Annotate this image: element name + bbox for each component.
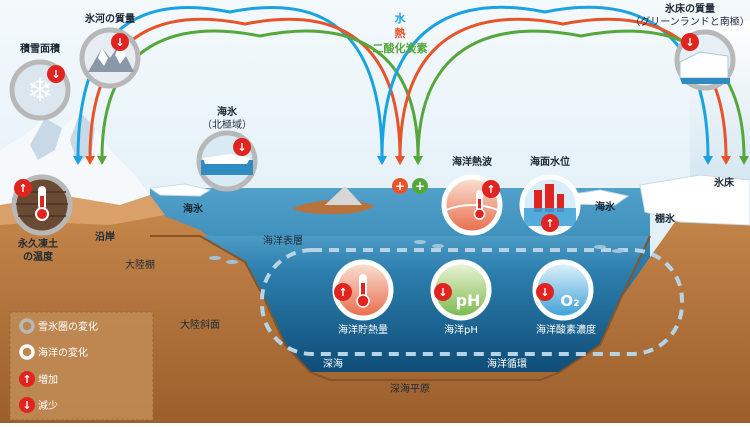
marine-heatwave-label: 海洋熱波 bbox=[452, 155, 493, 168]
sea-ice-floe-icon bbox=[203, 154, 250, 164]
heat-arc-right-arrowhead-start bbox=[395, 156, 405, 165]
svg-text:↓: ↓ bbox=[237, 141, 246, 154]
indicator-permafrost-temperature: ↑ 永久凍土 の温度 bbox=[11, 174, 73, 263]
ocean-heat-label: 海洋貯熱量 bbox=[338, 323, 388, 336]
co2-arc-left-arrowhead-start bbox=[97, 156, 107, 165]
legend-increase-text: 増加 bbox=[38, 373, 58, 386]
place-label-ice-sheet: 氷床 bbox=[713, 176, 735, 189]
glacier-mass-decrease-icon bbox=[111, 33, 129, 51]
heat-arc-right-arrowhead-end bbox=[721, 156, 731, 165]
co2-exchange-sign: + bbox=[415, 179, 425, 193]
indicator-snow-cover: ❄ ↓ 積雪面積 bbox=[9, 42, 71, 121]
place-label-coast: 沿岸 bbox=[95, 230, 115, 243]
fish-decoration bbox=[209, 240, 624, 264]
ocean-heat-increase-icon bbox=[334, 283, 352, 301]
svg-text:↓: ↓ bbox=[685, 36, 694, 49]
svg-text:↑: ↑ bbox=[486, 183, 495, 196]
svg-text:↓: ↓ bbox=[115, 36, 124, 49]
ice-sheet-mass-label: 氷床の質量 bbox=[664, 2, 715, 15]
heat-exchange-sign: + bbox=[395, 179, 405, 193]
place-label-continental-slope: 大陸斜面 bbox=[180, 318, 220, 331]
legend-increase-icon bbox=[19, 371, 35, 387]
indicator-glacier-mass: ↓ 氷河の質量 bbox=[79, 12, 141, 89]
indicator-marine-heatwave: ↑ 海洋熱波 bbox=[441, 155, 503, 236]
arc-legend-heat: 熱 bbox=[395, 26, 406, 40]
ocean-circulation-loop bbox=[260, 248, 684, 356]
co2-arc-right-arrowhead-start bbox=[413, 156, 423, 165]
permafrost-label: 永久凍土 bbox=[17, 237, 58, 250]
legend-cryosphere-ring bbox=[19, 318, 35, 334]
indicator-ocean-ph: pH ↓ 海洋pH bbox=[430, 259, 492, 336]
water-arc-right-arrowhead-end bbox=[703, 156, 713, 165]
co2-exchange-badge bbox=[412, 178, 428, 194]
snow-cover-label: 積雪面積 bbox=[19, 42, 61, 55]
o2-symbol: O₂ bbox=[560, 292, 579, 310]
heat-arc-left-arrowhead-start bbox=[85, 156, 95, 165]
svg-text:↓: ↓ bbox=[438, 286, 447, 299]
permafrost-increase-icon bbox=[14, 179, 32, 197]
indicator-ice-sheet-mass: ↓ 氷床の質量 （グリーンランドと南極） bbox=[630, 2, 750, 91]
place-label-deep-ocean: 深海 bbox=[323, 357, 343, 370]
sea-level-label: 海面水位 bbox=[530, 155, 570, 168]
place-label-surface-ocean: 海洋表層 bbox=[263, 234, 303, 247]
ice-shelf-block bbox=[639, 174, 750, 226]
sea-ice-sublabel: （北極域） bbox=[202, 118, 252, 131]
deep-ocean-basin bbox=[200, 236, 650, 372]
legend-decrease-icon bbox=[19, 397, 35, 413]
snow-cover-decrease-icon bbox=[47, 65, 65, 83]
marine-heatwave-increase-icon bbox=[482, 180, 500, 198]
ocean-oxygen-decrease-icon bbox=[536, 283, 554, 301]
ocean-ph-label: 海洋pH bbox=[444, 323, 478, 336]
legend-box: 雪氷圏の変化 海洋の変化 ↑ 増加 ↓ 減少 bbox=[9, 311, 154, 421]
svg-text:↑: ↑ bbox=[18, 182, 27, 195]
svg-text:↓: ↓ bbox=[51, 68, 60, 81]
sea-ice-floe-left bbox=[148, 183, 212, 197]
co2-arc-right-arrowhead-end bbox=[739, 156, 749, 165]
indicator-sea-ice: ↓ 海氷 （北極域） bbox=[196, 105, 258, 192]
sea-ice-decrease-icon bbox=[233, 138, 251, 156]
place-label-continental-shelf: 大陸棚 bbox=[125, 258, 155, 271]
place-label-sea-ice-right: 海氷 bbox=[595, 200, 616, 213]
seabed-land bbox=[0, 185, 750, 423]
arc-legend-water: 水 bbox=[395, 11, 407, 25]
legend-ocean-ring bbox=[19, 344, 35, 360]
svg-text:↑: ↑ bbox=[545, 217, 554, 230]
seabed-outline bbox=[150, 235, 651, 381]
exchange-badges: + + bbox=[392, 178, 428, 194]
sea-ice-label: 海氷 bbox=[217, 105, 238, 118]
ice-sheet-mass-sublabel: （グリーンランドと南極） bbox=[630, 15, 750, 28]
water-arc-right-arrowhead-start bbox=[377, 156, 387, 165]
place-label-abyssal-plain: 深海平原 bbox=[390, 382, 430, 395]
place-label-ocean-circulation: 海洋循環 bbox=[487, 357, 527, 370]
ice-sheet-icon bbox=[679, 51, 729, 79]
legend-decrease-text: 減少 bbox=[38, 399, 58, 412]
ice-sheet-decrease-icon bbox=[681, 33, 699, 51]
ocean-ph-decrease-icon bbox=[434, 283, 452, 301]
permafrost-sublabel: の温度 bbox=[23, 250, 54, 263]
indicator-sea-level: ↑ 海面水位 bbox=[519, 155, 581, 236]
sea-level-increase-icon bbox=[541, 214, 559, 232]
svg-text:↑: ↑ bbox=[22, 373, 31, 386]
svg-text:↑: ↑ bbox=[338, 286, 347, 299]
arc-legend-co2: 二酸化炭素 bbox=[373, 41, 428, 55]
svg-text:↓: ↓ bbox=[22, 399, 31, 412]
legend-ocean-text: 海洋の変化 bbox=[38, 346, 88, 359]
indicator-ocean-oxygen: O₂ ↓ 海洋酸素濃度 bbox=[532, 259, 596, 336]
ocean-oxygen-label: 海洋酸素濃度 bbox=[536, 323, 596, 336]
svg-text:↓: ↓ bbox=[540, 286, 549, 299]
place-label-sea-ice-left: 海氷 bbox=[183, 202, 204, 215]
place-label-ice-shelf: 棚氷 bbox=[655, 212, 676, 225]
glacier-mass-label: 氷河の質量 bbox=[84, 12, 135, 25]
indicator-ocean-heat: ↑ 海洋貯熱量 bbox=[332, 259, 394, 336]
water-arc-left-arrowhead-start bbox=[73, 156, 83, 165]
ph-symbol: pH bbox=[456, 291, 481, 310]
heat-exchange-badge bbox=[392, 178, 408, 194]
legend-cryosphere-text: 雪氷圏の変化 bbox=[38, 320, 98, 333]
buildings-icon bbox=[534, 184, 564, 212]
